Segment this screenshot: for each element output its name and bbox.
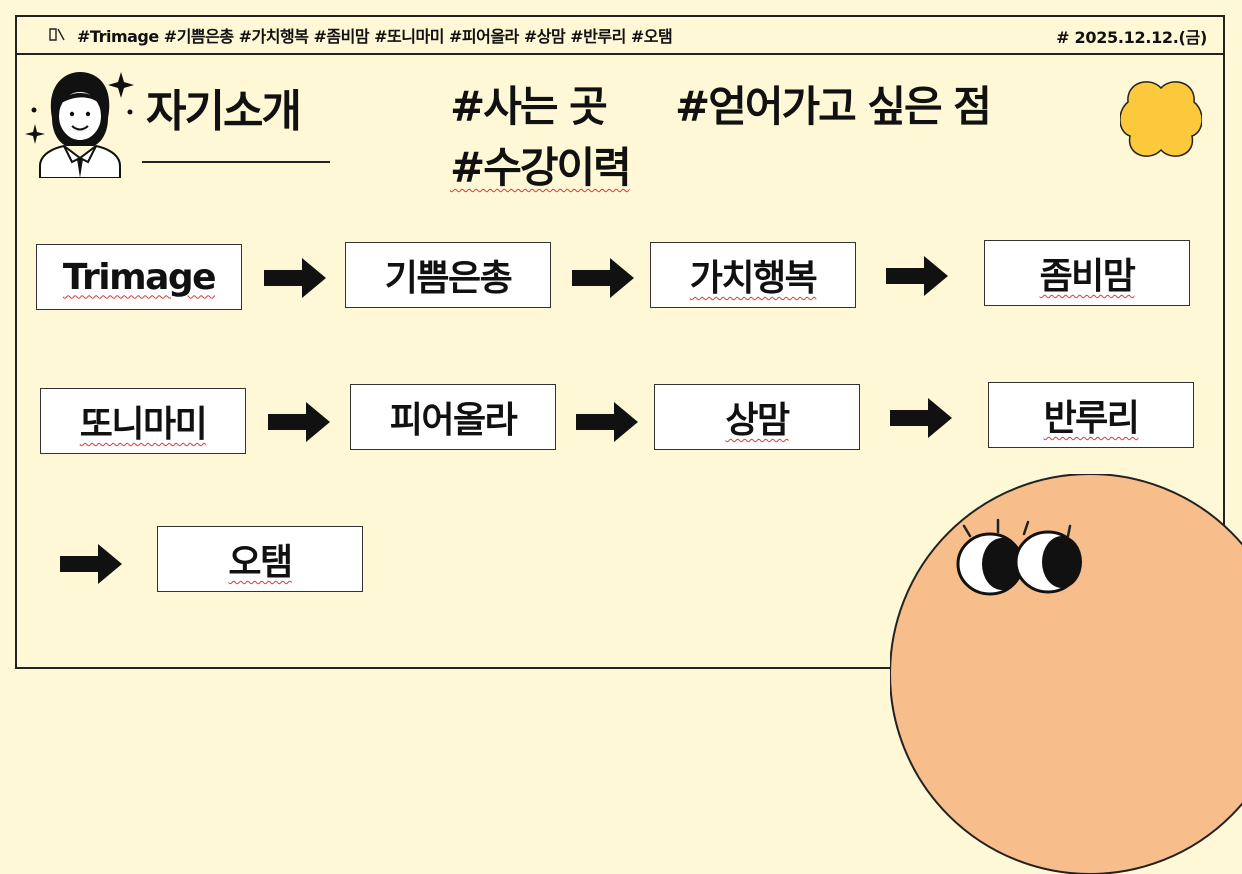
arrow-right-icon <box>886 256 948 296</box>
name-card-otaem: 오탬 <box>157 526 363 592</box>
name-card-ttoni: 또니마미 <box>40 388 246 454</box>
name-card-banruri: 반루리 <box>988 382 1194 448</box>
topic-course-history-text: #수강이력 <box>450 143 632 192</box>
name-text: 피어올라 <box>389 400 518 441</box>
book-icon <box>49 28 65 41</box>
name-text: 오탬 <box>228 542 293 583</box>
avatar-icon <box>25 72 134 178</box>
name-card-sangmam: 상맘 <box>654 384 860 450</box>
name-text: 가치행복 <box>689 258 818 299</box>
title-underline <box>142 161 330 163</box>
arrow-right-icon <box>268 402 330 442</box>
name-card-gachi: 가치행복 <box>650 242 856 308</box>
topic-course-history: #수강이력 <box>450 147 632 189</box>
topic-residence: #사는 곳 <box>450 82 608 131</box>
name-text: 기쁨은총 <box>384 258 513 299</box>
arrow-right-icon <box>572 258 634 298</box>
arrow-right-icon <box>60 544 122 584</box>
name-card-gippeum: 기쁨은총 <box>345 242 551 308</box>
name-card-trimage: Trimage <box>36 244 242 310</box>
name-text: 또니마미 <box>79 404 208 445</box>
name-text: 좀비맘 <box>1039 256 1136 297</box>
topbar-date: # 2025.12.12.(금) <box>1056 28 1207 47</box>
name-card-zombie: 좀비맘 <box>984 240 1190 306</box>
name-text: Trimage <box>62 256 217 298</box>
name-text: 상맘 <box>725 400 790 441</box>
name-text: 반루리 <box>1043 398 1140 439</box>
page-title: 자기소개 <box>146 86 302 137</box>
name-card-pieo: 피어올라 <box>350 384 556 450</box>
topbar-hashtags: #Trimage #기쁨은총 #가치행복 #좀비맘 #또니마미 #피어올라 #상… <box>77 27 673 46</box>
clover-decoration <box>1120 81 1202 157</box>
top-bar: #Trimage #기쁨은총 #가치행복 #좀비맘 #또니마미 #피어올라 #상… <box>15 15 1225 55</box>
topic-expectations: #얻어가고 싶은 점 <box>675 82 992 131</box>
arrow-right-icon <box>264 258 326 298</box>
arrow-right-icon <box>890 398 952 438</box>
character-illustration <box>890 474 1242 874</box>
arrow-right-icon <box>576 402 638 442</box>
slide-frame <box>15 15 1225 669</box>
